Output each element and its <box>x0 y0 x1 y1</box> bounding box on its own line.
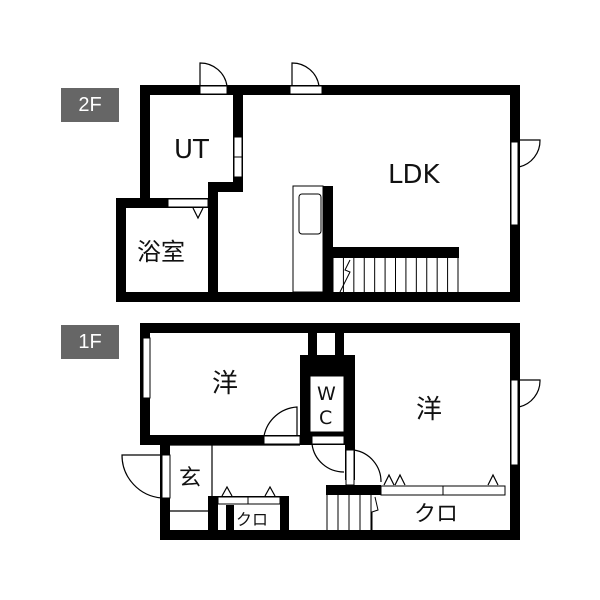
bath-door <box>167 198 209 208</box>
wall <box>326 485 381 495</box>
room-label-wc-w: W <box>317 383 336 405</box>
wall <box>116 198 218 208</box>
room-label-wc-c: C <box>319 407 332 429</box>
wall <box>208 182 218 302</box>
window <box>510 141 519 226</box>
window <box>142 337 151 399</box>
wall <box>140 85 150 198</box>
wall <box>140 323 520 333</box>
room-label-ut: UT <box>174 135 209 165</box>
window <box>510 379 519 466</box>
closet-door <box>442 485 506 496</box>
door-frame <box>345 449 355 486</box>
wc-room <box>309 375 345 433</box>
door-frame <box>263 435 301 445</box>
bath-door-marker <box>192 207 204 220</box>
wall <box>308 333 317 355</box>
closet-door <box>380 485 444 496</box>
door-swing <box>353 449 382 483</box>
wall <box>116 198 126 302</box>
room-label-western-right: 洋 <box>416 395 442 425</box>
wall <box>280 496 289 530</box>
door-frame <box>311 435 345 445</box>
wall <box>140 435 305 445</box>
fridge-column <box>323 186 333 292</box>
door-swing <box>311 443 345 473</box>
door-swing <box>263 406 298 437</box>
wall <box>335 333 344 355</box>
entrance-door-swing <box>121 454 163 499</box>
room-label-ldk: LDK <box>388 160 441 190</box>
window <box>233 156 243 178</box>
door-frame <box>289 85 323 95</box>
stairs-2f <box>332 247 459 293</box>
wall <box>140 85 520 95</box>
room-label-bath: 浴室 <box>137 238 185 266</box>
wall <box>208 182 243 192</box>
door-swing <box>518 379 541 408</box>
window <box>233 136 243 158</box>
fridge-icon <box>298 193 322 235</box>
door-frame <box>199 85 228 95</box>
room-label-closet-small: クロ <box>236 510 268 529</box>
door-swing <box>291 62 320 87</box>
wall <box>226 505 234 530</box>
entrance-door-frame <box>161 454 171 499</box>
closet-door <box>247 496 281 505</box>
door-swing <box>518 139 541 168</box>
room-label-closet-large: クロ <box>414 502 458 527</box>
wall <box>116 292 520 302</box>
stairs-1f <box>326 495 379 530</box>
closet-marker <box>221 473 499 497</box>
closet-door <box>217 496 249 505</box>
floor-badge-1f: 1F <box>61 325 119 359</box>
room-label-western-left: 洋 <box>212 369 238 399</box>
room-label-entrance: 玄 <box>179 466 201 491</box>
door-swing <box>199 62 228 87</box>
wall <box>160 530 520 540</box>
wall <box>208 496 218 530</box>
floor-badge-2f: 2F <box>61 88 119 122</box>
